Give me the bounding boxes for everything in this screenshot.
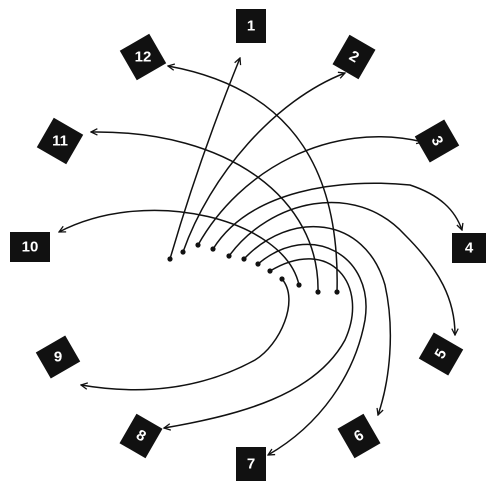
arrow-to-1 <box>169 58 240 260</box>
arrow-to-4 <box>212 182 462 250</box>
origin-dot-8 <box>267 268 273 274</box>
arrow-to-10 <box>59 209 300 286</box>
arrow-to-11 <box>91 132 319 293</box>
label-box-9: 9 <box>35 335 81 379</box>
arrow-to-8 <box>164 258 354 428</box>
origin-dot-5 <box>226 253 232 259</box>
arrow-to-5 <box>228 201 455 335</box>
arrow-group <box>59 58 462 455</box>
label-box-4: 4 <box>452 233 486 263</box>
origin-dot-2 <box>180 249 186 255</box>
origin-dot-6 <box>241 256 247 262</box>
label-12: 12 <box>135 49 152 66</box>
label-box-12: 12 <box>119 33 167 81</box>
arrow-to-3 <box>197 136 423 246</box>
arrow-to-2 <box>182 73 345 253</box>
label-box-11: 11 <box>36 117 84 165</box>
label-10: 10 <box>22 239 39 256</box>
label-4: 4 <box>465 240 474 257</box>
label-box-6: 6 <box>337 413 381 459</box>
label-box-2: 2 <box>332 34 376 80</box>
origin-dot-4 <box>210 246 216 252</box>
origin-dot-7 <box>255 261 261 267</box>
origin-dot-group <box>167 242 340 295</box>
label-11: 11 <box>52 133 68 150</box>
label-box-7: 7 <box>236 447 266 481</box>
origin-dot-12 <box>334 289 340 295</box>
label-7: 7 <box>247 456 255 473</box>
arrow-to-12 <box>168 66 338 293</box>
label-box-8: 8 <box>119 413 163 459</box>
label-box-3: 3 <box>414 119 460 163</box>
origin-dot-1 <box>167 256 173 262</box>
label-box-10: 10 <box>10 232 50 262</box>
label-box-5: 5 <box>418 332 464 376</box>
arrow-to-9 <box>81 278 290 391</box>
origin-dot-11 <box>315 289 321 295</box>
label-1: 1 <box>247 18 255 35</box>
arrow-to-7 <box>257 243 367 455</box>
origin-dot-9 <box>279 276 285 282</box>
arrow-to-6 <box>243 226 392 415</box>
label-box-1: 1 <box>236 9 266 43</box>
origin-dot-3 <box>195 242 201 248</box>
origin-dot-10 <box>296 282 302 288</box>
label-9: 9 <box>54 349 62 366</box>
